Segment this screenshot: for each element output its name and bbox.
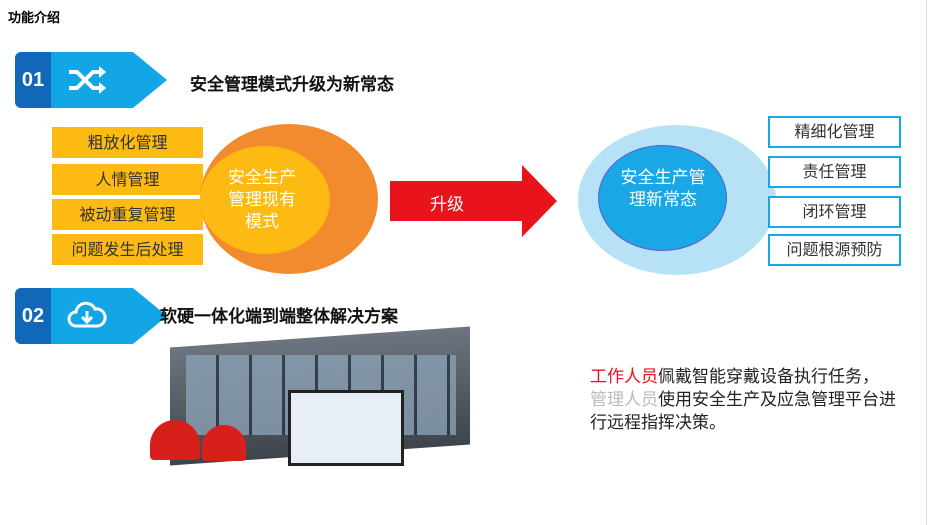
monitor (288, 390, 404, 466)
old-mode-item: 被动重复管理 (52, 199, 203, 230)
manager-text: 使用安全生产及应急管理平台进行远程指挥决策。 (590, 390, 896, 433)
worker-text: 佩戴智能穿戴设备执行任务， (658, 367, 879, 387)
control-room-image (150, 325, 470, 470)
old-mode-item: 人情管理 (52, 164, 203, 195)
badge-number: 02 (15, 288, 51, 344)
new-mode-item: 责任管理 (768, 156, 901, 188)
page-title: 功能介绍 (8, 11, 61, 26)
old-mode-item: 问题发生后处理 (52, 234, 203, 265)
helmet (202, 425, 246, 461)
new-mode-item: 问题根源预防 (768, 234, 901, 266)
shuffle-icon (69, 66, 106, 94)
upgrade-arrow (390, 165, 557, 237)
section-badge-02: 02 (15, 288, 167, 344)
old-mode-label: 安全生产管理现有模式 (228, 168, 296, 232)
upgrade-label: 升级 (430, 195, 464, 215)
old-mode-item: 粗放化管理 (52, 127, 203, 158)
new-mode-inner-circle (598, 145, 727, 251)
worker-label: 工作人员 (590, 367, 658, 387)
section-badge-01: 01 (15, 52, 167, 108)
solution-description: 工作人员佩戴智能穿戴设备执行任务， 管理人员使用安全生产及应急管理平台进行远程指… (590, 366, 910, 435)
old-mode-inner-circle (200, 146, 330, 254)
section-heading: 软硬一体化端到端整体解决方案 (160, 307, 398, 327)
new-mode-item: 精细化管理 (768, 116, 901, 148)
helmet (150, 420, 200, 460)
section-heading: 安全管理模式升级为新常态 (190, 75, 394, 95)
cloud-download-icon (67, 301, 107, 328)
new-mode-item: 闭环管理 (768, 196, 901, 228)
badge-number: 01 (15, 52, 51, 108)
manager-label: 管理人员 (590, 390, 658, 410)
new-mode-label: 安全生产管理新常态 (620, 168, 706, 210)
divider (926, 0, 927, 525)
